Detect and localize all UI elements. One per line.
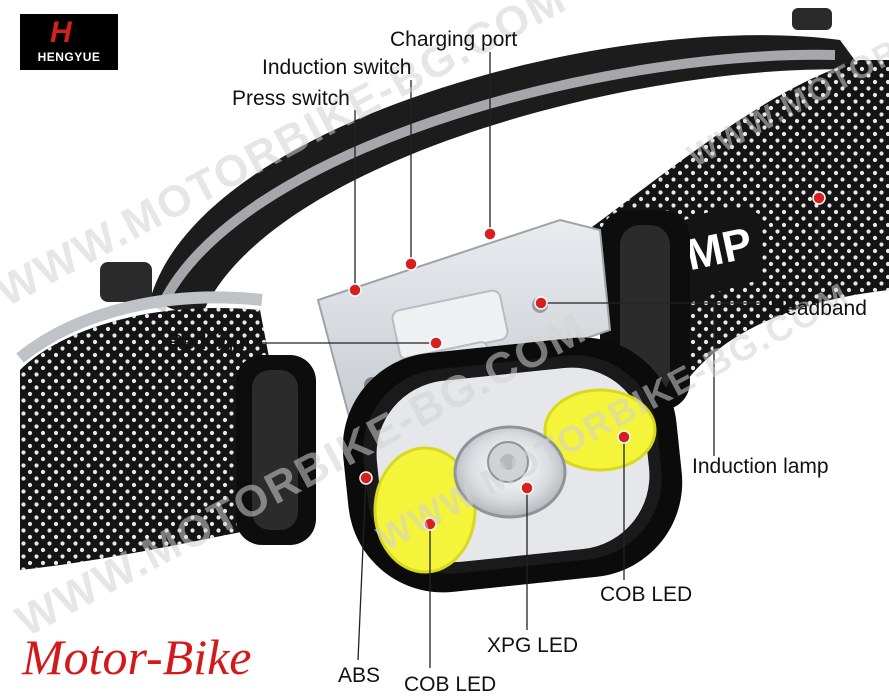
cob-led-left [373,446,477,574]
label-cob-led-left: COB LED [404,673,497,696]
label-charging-port: Charging port [390,28,518,51]
brand-logo: H HENGYUE [20,14,118,70]
label-xpg-led: XPG LED [487,634,579,657]
label-press-switch: Press switch [232,87,350,110]
logo-mark: H [50,16,72,49]
cob-led-right [543,388,657,472]
label-induction-switch: Induction switch [262,56,412,79]
headband-inner [150,35,862,320]
label-headband: Headband [770,297,867,320]
label-cob-led-right: COB LED [600,583,693,606]
label-abs: ABS [338,664,381,687]
label-induction-lamp: Induction lamp [692,455,829,478]
label-red-light: Red light [168,331,251,354]
logo-text: HENGYUE [37,50,101,64]
signature-text: Motor-Bike [22,629,252,685]
